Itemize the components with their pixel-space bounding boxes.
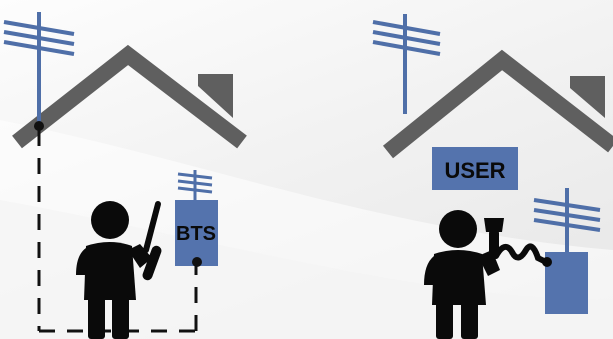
person-holding-phone-icon (424, 210, 552, 339)
left-house-roof (17, 55, 242, 142)
user-label: USER (444, 158, 505, 183)
bts-box-icon (175, 170, 218, 267)
bts-label: BTS (176, 223, 216, 245)
right-house (388, 60, 613, 152)
technician-with-screwdriver-icon (76, 201, 163, 339)
right-tv-antenna-icon (373, 14, 440, 114)
right-house-roof (388, 60, 613, 152)
repeater-antenna-icon (534, 188, 600, 314)
left-house (17, 55, 242, 142)
